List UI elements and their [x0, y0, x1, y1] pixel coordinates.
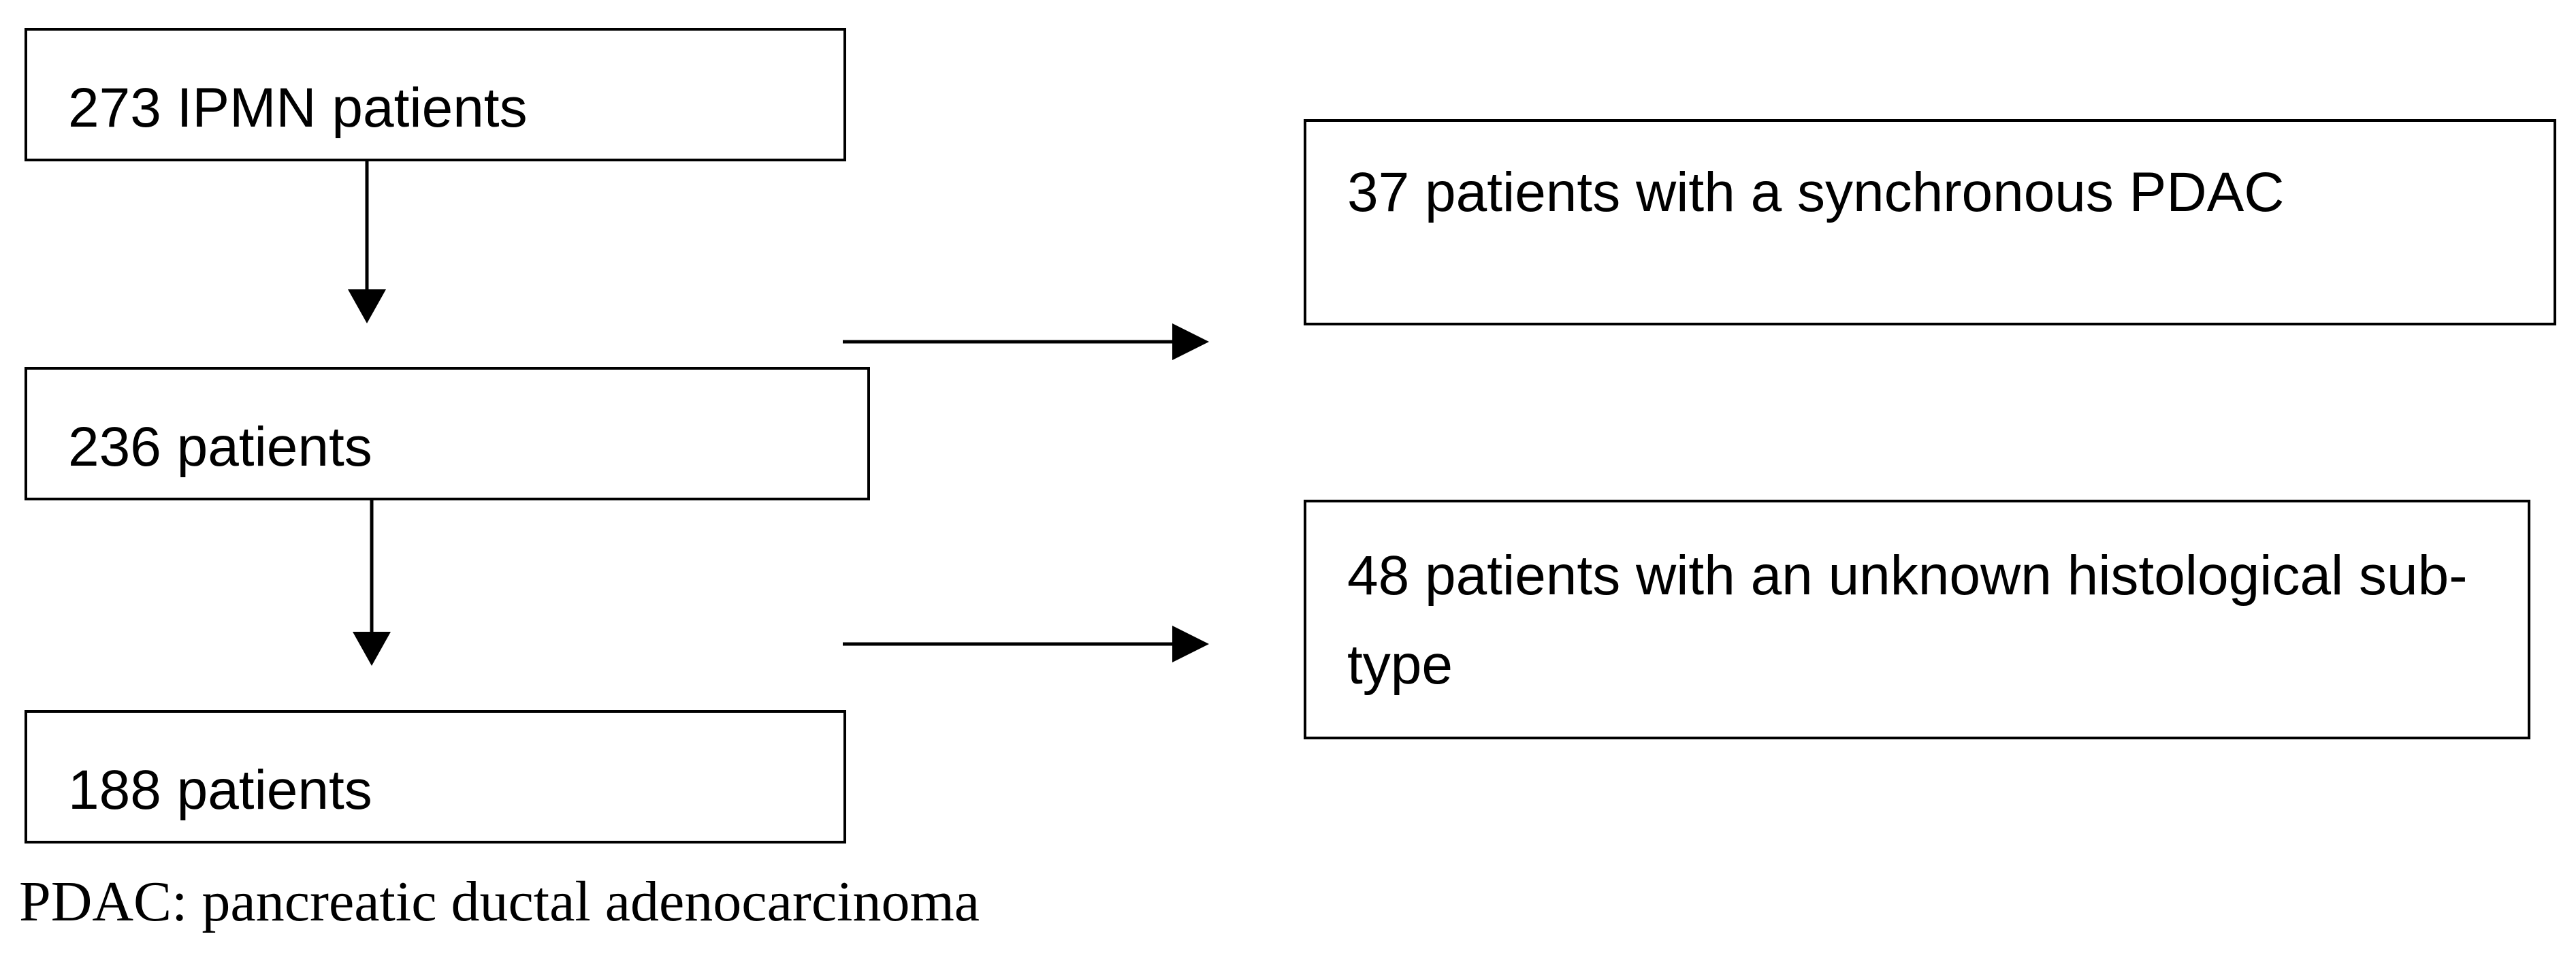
node-188-patients: 188 patients — [25, 710, 846, 844]
node-label: 48 patients with an unknown histological… — [1347, 545, 2468, 696]
arrow-exclusion-37 — [843, 323, 1209, 360]
node-label: 188 patients — [68, 759, 372, 821]
node-48-unknown-subtype: 48 patients with an unknown histological… — [1304, 500, 2530, 739]
node-273-ipmn-patients: 273 IPMN patients — [25, 28, 846, 161]
node-37-synchronous-pdac: 37 patients with a synchronous PDAC — [1304, 119, 2556, 325]
footnote: PDAC: pancreatic ductal adenocarcinoma — [19, 870, 980, 933]
node-label: 236 patients — [68, 416, 372, 478]
node-label: 273 IPMN patients — [68, 77, 528, 139]
arrow-273-to-236 — [348, 161, 386, 323]
arrow-236-to-188 — [353, 500, 391, 666]
arrow-exclusion-48 — [843, 626, 1209, 662]
node-236-patients: 236 patients — [25, 367, 870, 500]
node-label: 37 patients with a synchronous PDAC — [1347, 161, 2285, 223]
